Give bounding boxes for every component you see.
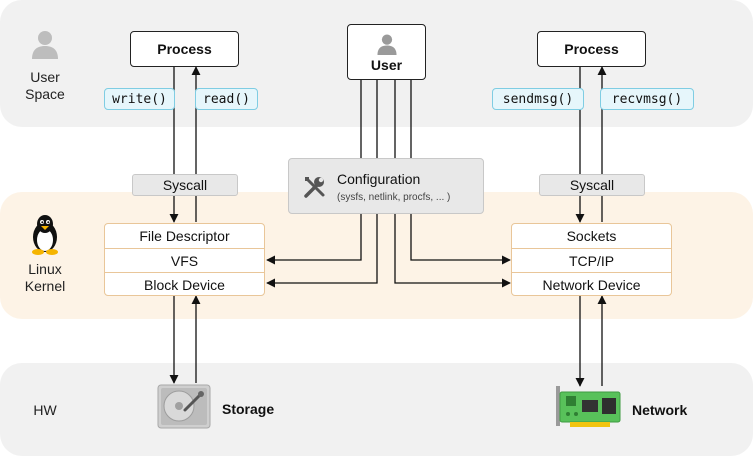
right-process-label: Process [564, 41, 619, 57]
sockets-row: Sockets [566, 228, 617, 244]
write-call-tag: write() [104, 88, 175, 110]
read-call-tag: read() [195, 88, 258, 110]
hw-label: HW [33, 402, 57, 418]
config-to-network-device-line [394, 80, 511, 288]
left-process-box: Process [130, 31, 239, 67]
network-stack: Sockets TCP/IP Network Device [511, 223, 672, 296]
left-process-label: Process [157, 41, 212, 57]
config-to-tcpip-line [410, 80, 511, 265]
hard-disk-icon [157, 384, 211, 434]
wrench-screwdriver-icon [304, 177, 325, 198]
storage-label: Storage [222, 401, 275, 417]
network-label: Network [632, 402, 688, 418]
person-icon [30, 29, 60, 64]
network-device-row: Network Device [512, 272, 671, 296]
config-to-block-device-line [266, 80, 378, 288]
file-descriptor-row: File Descriptor [139, 228, 230, 244]
configuration-box: Configuration (sysfs, netlink, procfs, .… [288, 158, 484, 214]
configuration-subtitle: (sysfs, netlink, procfs, ... ) [337, 192, 451, 203]
user-label: User [370, 57, 403, 73]
storage-stack: File Descriptor VFS Block Device [104, 223, 265, 296]
user-box: User [347, 24, 426, 80]
sendmsg-call-tag: sendmsg() [492, 88, 584, 110]
network-card-icon [556, 386, 622, 433]
block-device-row: Block Device [105, 272, 264, 296]
vfs-row: VFS [105, 248, 264, 272]
right-process-box: Process [537, 31, 646, 67]
hardware-band [0, 363, 753, 456]
linux-kernel-label: Linux Kernel [24, 261, 66, 294]
user-icon [376, 34, 397, 55]
left-syscall-box: Syscall [132, 174, 238, 196]
right-syscall-box: Syscall [539, 174, 645, 196]
config-to-vfs-line [266, 80, 362, 265]
user-space-label: User Space [25, 69, 65, 102]
configuration-title: Configuration [337, 171, 421, 187]
tcpip-row: TCP/IP [512, 248, 671, 272]
recvmsg-call-tag: recvmsg() [600, 88, 694, 110]
tux-penguin-icon [28, 213, 62, 260]
